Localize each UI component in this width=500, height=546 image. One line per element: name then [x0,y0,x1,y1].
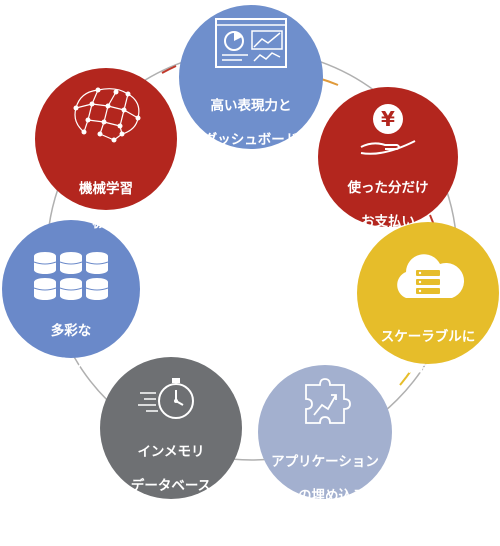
feature-node-data-sources: 多彩な データソース [2,220,140,373]
cloud-server-icon [357,252,499,302]
database-grid-icon [2,250,140,302]
label-line: 機能 [237,166,265,182]
feature-node-app-embedding: アプリケーション への埋め込み [258,365,392,504]
label-line: データベース [130,478,212,494]
feature-label-in-memory-db: インメモリ データベース 内包 [100,427,242,546]
feature-label-dashboard: 高い表現力と ダッシュボード 機能 [179,81,323,200]
brain-network-icon [35,82,177,148]
feature-node-pay-as-you-go: ¥ 使った分だけ お支払い [318,87,458,230]
label-line: 機能 [92,215,120,231]
label-line: への埋め込み [284,488,366,504]
dashboard-icon [179,17,323,73]
label-line: 内包 [157,512,185,528]
yen-symbol: ¥ [381,107,395,131]
feature-label-scalable: スケーラブルに 利用可能 [357,312,499,397]
feature-label-machine-learning: 機械学習 機能 [35,164,177,249]
label-line: インメモリ [137,444,205,460]
feature-node-machine-learning: 機械学習 機能 [35,68,177,231]
feature-node-dashboard: 高い表現力と ダッシュボード 機能 [179,5,323,182]
feature-label-app-embedding: アプリケーション への埋め込み [258,437,392,522]
stopwatch-icon [100,375,242,425]
feature-label-data-sources: 多彩な データソース [2,306,140,391]
puzzle-chart-icon [258,377,392,431]
label-line: 機械学習 [79,181,133,197]
label-line: 使った分だけ [347,180,429,196]
label-line: スケーラブルに [380,329,476,345]
label-line: 多彩な [50,323,92,339]
label-line: 高い表現力と [210,98,292,114]
yen-hand-icon: ¥ [318,101,458,159]
connector-accent-lower-right [399,371,411,386]
feature-node-scalable: スケーラブルに 利用可能 [357,222,499,379]
label-line: データソース [30,357,112,373]
connector-accent-top-left [161,65,177,74]
feature-node-in-memory-db: インメモリ データベース 内包 [100,357,242,528]
label-line: 利用可能 [401,363,455,379]
label-line: ダッシュボード [203,132,299,148]
label-line: アプリケーション [271,454,379,470]
